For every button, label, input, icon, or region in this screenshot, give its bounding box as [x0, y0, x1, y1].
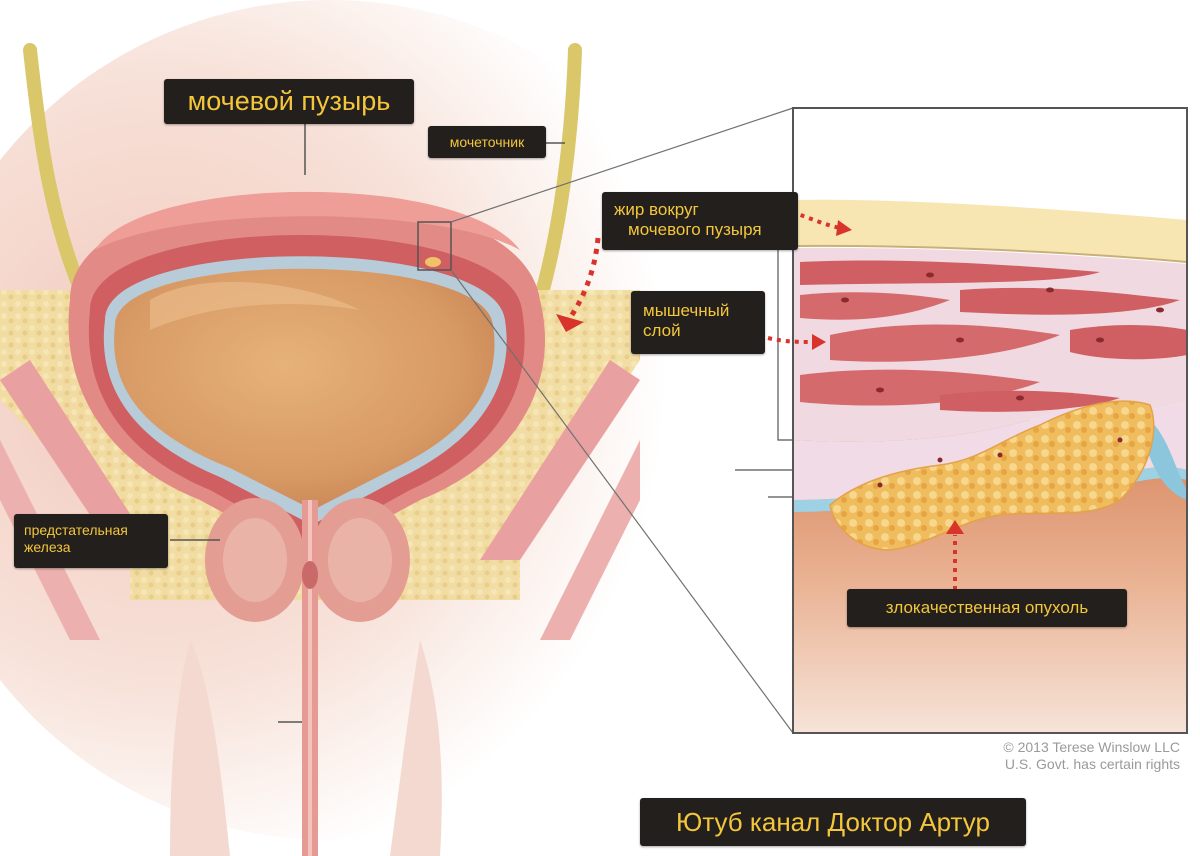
label-bladder-fat-line1: жир вокруг	[614, 200, 699, 219]
label-prostate-line1: предстательная	[24, 522, 128, 538]
zoom-tumor	[829, 400, 1155, 551]
label-prostate-line2: железа	[24, 538, 71, 555]
label-ureter: мочеточник	[428, 126, 546, 158]
arrow-fat	[791, 210, 852, 236]
arrow-tumor	[946, 520, 964, 590]
ureter-right	[533, 43, 582, 307]
arrow-muscle	[767, 334, 826, 350]
label-prostate: предстательная железа	[14, 514, 168, 568]
label-tumor: злокачественная опухоль	[847, 589, 1127, 627]
pelvic-muscle-left	[0, 360, 160, 560]
zoom-focus-box	[417, 221, 452, 271]
zoom-panel	[792, 107, 1188, 734]
copyright-credit: © 2013 Terese Winslow LLC U.S. Govt. has…	[900, 739, 1180, 773]
label-muscle-layer-line2: слой	[643, 321, 681, 341]
bladder-dome-highlight	[95, 191, 520, 250]
arrow-fat-main	[556, 237, 601, 332]
label-bladder: мочевой пузырь	[164, 79, 414, 124]
label-muscle-layer: мышечный слой	[631, 291, 765, 354]
channel-banner: Ютуб канал Доктор Артур	[640, 798, 1026, 846]
label-muscle-layer-line1: мышечный	[643, 301, 730, 320]
ureter-left	[23, 43, 92, 307]
bladder-lumen	[114, 268, 495, 510]
copyright-line1: © 2013 Terese Winslow LLC	[1003, 739, 1180, 755]
pelvic-muscle-right	[480, 360, 640, 560]
label-bladder-fat: жир вокруг мочевого пузыря	[602, 192, 798, 250]
copyright-line2: U.S. Govt. has certain rights	[1004, 756, 1180, 772]
label-bladder-fat-line2: мочевого пузыря	[628, 220, 762, 240]
